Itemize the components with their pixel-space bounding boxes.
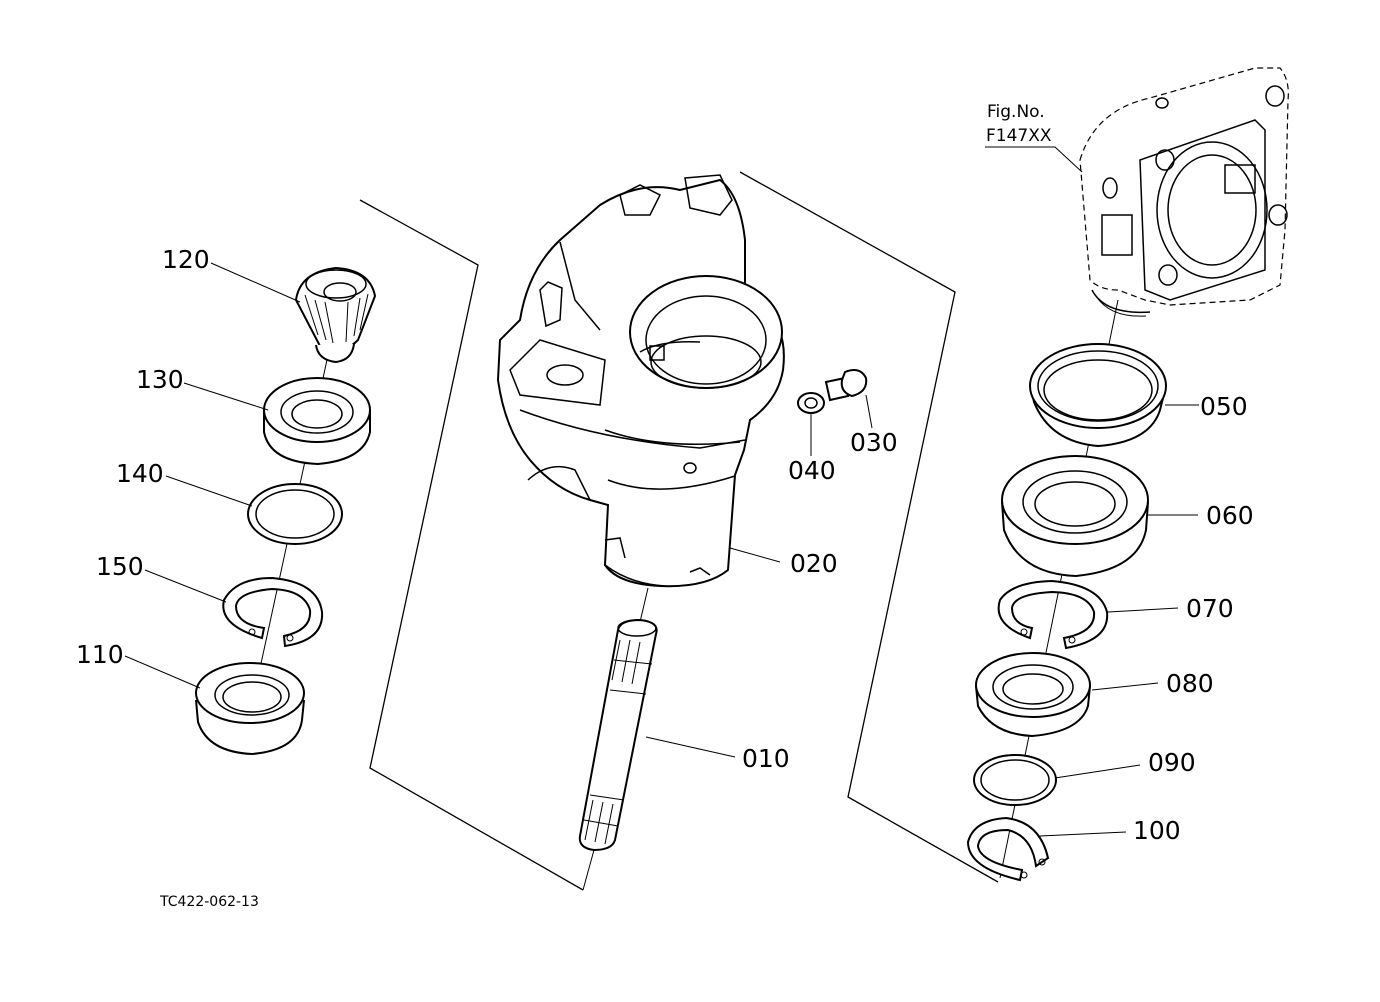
part-020-gear-housing[interactable] (496, 174, 785, 588)
fig-no-label: Fig.No. (987, 102, 1045, 122)
right-group-frame (739, 171, 999, 883)
part-090-shim[interactable] (973, 754, 1057, 806)
part-100-external-circlip[interactable] (966, 816, 1050, 882)
label-130: 130 (136, 365, 184, 394)
drawing-code: TC422-062-13 (159, 894, 259, 910)
label-120: 120 (162, 245, 210, 274)
label-100: 100 (1133, 816, 1181, 845)
label-010: 010 (742, 744, 790, 773)
part-050-oil-seal[interactable] (1029, 343, 1167, 448)
part-080-ball-bearing[interactable] (975, 652, 1091, 738)
label-060: 060 (1206, 501, 1254, 530)
part-140-shim-ring[interactable] (247, 483, 343, 545)
part-030-bolt[interactable] (824, 369, 868, 402)
fig-no-value: F147XX (986, 126, 1052, 146)
label-110: 110 (76, 640, 124, 669)
part-010-shaft[interactable] (578, 587, 658, 891)
label-050: 050 (1200, 392, 1248, 421)
leader-lines (124, 146, 1199, 837)
label-140: 140 (116, 459, 164, 488)
part-mating-flange-housing-reference (1079, 67, 1289, 317)
part-110-oil-seal[interactable] (195, 662, 305, 756)
part-130-ball-bearing[interactable] (263, 377, 371, 466)
label-070: 070 (1186, 594, 1234, 623)
part-070-internal-circlip[interactable] (997, 579, 1109, 650)
part-150-internal-circlip[interactable] (222, 576, 324, 648)
left-group-frame (359, 199, 584, 891)
part-060-ball-bearing[interactable] (1001, 455, 1149, 578)
label-080: 080 (1166, 669, 1214, 698)
part-040-seal-washer[interactable] (797, 392, 825, 414)
label-090: 090 (1148, 748, 1196, 777)
label-030: 030 (850, 428, 898, 457)
part-120-bevel-gear[interactable] (294, 266, 377, 364)
label-040: 040 (788, 456, 836, 485)
label-020: 020 (790, 549, 838, 578)
label-150: 150 (96, 552, 144, 581)
